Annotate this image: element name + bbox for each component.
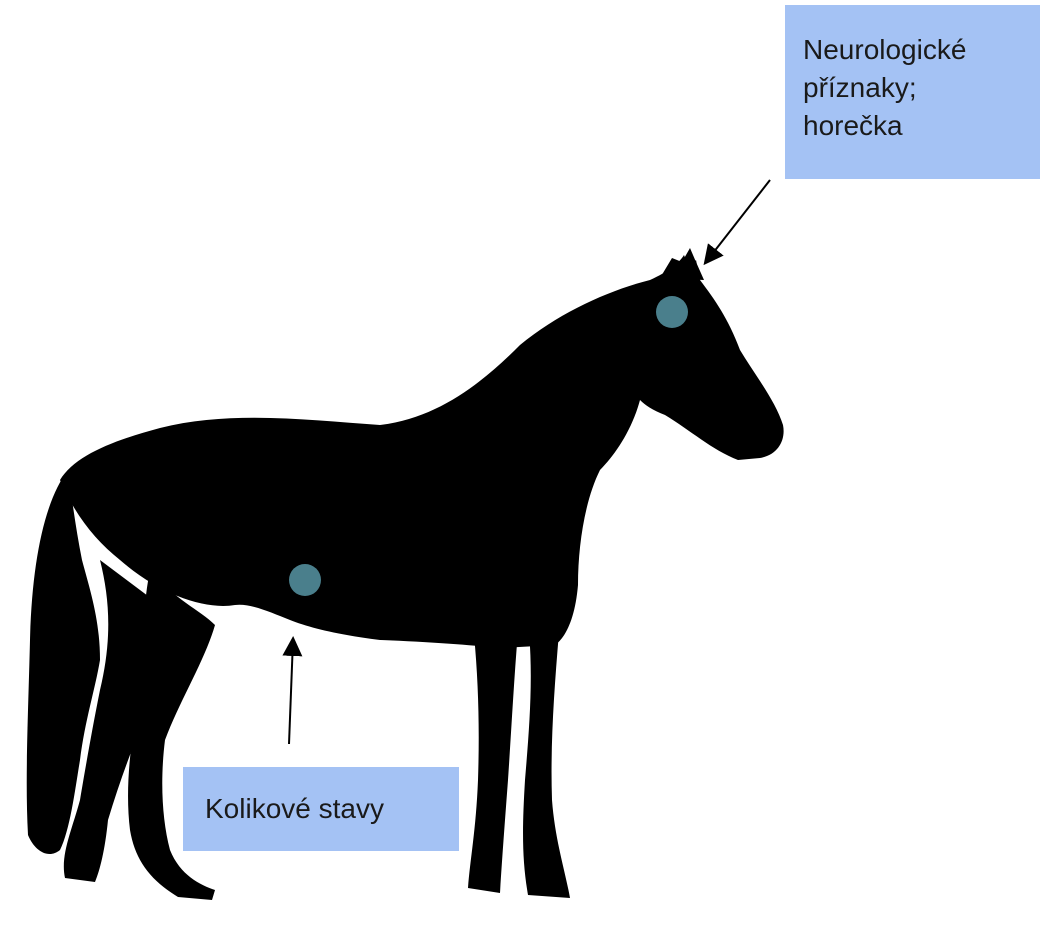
head-marker xyxy=(656,296,688,328)
belly-callout: Kolikové stavy xyxy=(183,767,459,851)
horse-front-leg-front xyxy=(523,600,570,898)
head-callout-line-2: příznaky; xyxy=(803,69,1040,107)
horse-front-leg-back xyxy=(468,600,520,893)
belly-marker xyxy=(289,564,321,596)
belly-callout-line-1: Kolikové stavy xyxy=(205,790,459,828)
head-callout: Neurologické příznaky; horečka xyxy=(785,5,1040,179)
head-arrow xyxy=(706,180,770,262)
belly-arrow xyxy=(289,640,293,744)
head-callout-line-1: Neurologické xyxy=(803,31,1040,69)
horse-ears xyxy=(660,248,704,280)
head-callout-line-3: horečka xyxy=(803,107,1040,145)
